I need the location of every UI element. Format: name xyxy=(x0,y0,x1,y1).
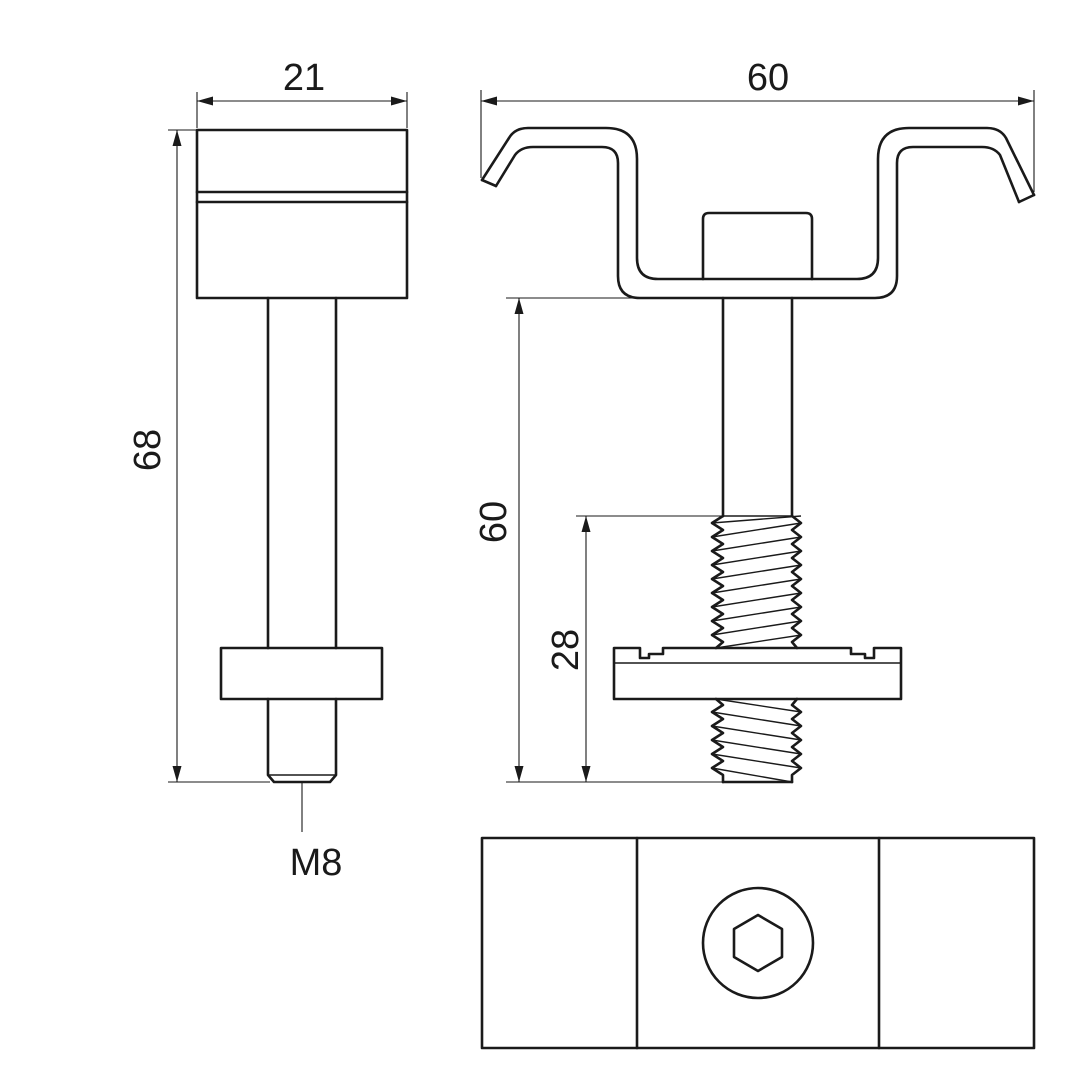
side-head-block xyxy=(195,128,409,300)
clamp-hook-right-end xyxy=(1017,193,1036,204)
dimension-label-bolt-length: 60 xyxy=(473,501,515,543)
clamp-outer-profile xyxy=(480,126,1036,281)
dimension-bolt-length: 60 xyxy=(473,297,722,783)
side-nut-plate xyxy=(219,646,384,701)
top-view-outline xyxy=(480,836,1036,1050)
dimension-label-side-height: 68 xyxy=(127,429,169,471)
dimension-thread: M8 xyxy=(290,782,343,884)
side-view xyxy=(195,128,409,784)
thread-lower xyxy=(710,697,803,784)
clamp-inner-profile xyxy=(494,145,1021,300)
dimension-label-thread-length: 28 xyxy=(545,629,587,671)
front-view xyxy=(480,126,1036,784)
front-bolt-head xyxy=(701,211,814,281)
dimension-side-height: 68 xyxy=(127,129,270,783)
front-nut-plate xyxy=(612,646,903,701)
thread-upper xyxy=(710,514,803,650)
side-shaft-end xyxy=(266,697,338,784)
dimension-thread-length: 28 xyxy=(545,515,722,782)
dimension-label-side-width: 21 xyxy=(283,57,325,99)
bolt-head-circle xyxy=(701,886,815,1000)
dimension-label-clamp-width: 60 xyxy=(747,57,789,99)
top-view xyxy=(480,836,1036,1050)
dimension-side-width: 21 xyxy=(196,57,408,128)
clamp-hook-left-end xyxy=(480,178,498,188)
dimension-label-thread: M8 xyxy=(290,842,343,884)
hex-socket-icon xyxy=(732,913,784,973)
dimension-clamp-width: 60 xyxy=(480,57,1035,192)
